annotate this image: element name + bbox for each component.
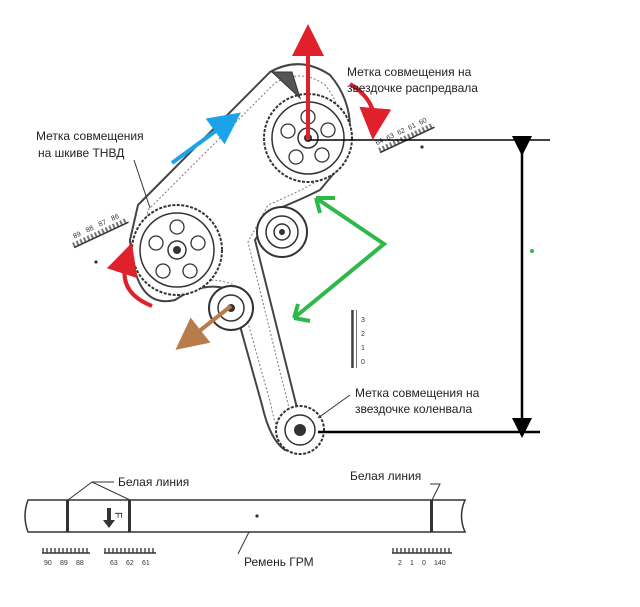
arrow-brown — [175, 304, 233, 350]
label-pump-mark-line2: на шкиве ТНВД — [38, 146, 124, 160]
alignment-guides — [308, 136, 550, 438]
white-line-mark-mid — [128, 500, 131, 532]
scale-belt-right-3: 140 — [434, 560, 446, 567]
scale-belt-right-1: 1 — [410, 560, 414, 567]
scale-pump-1: 88 — [85, 225, 95, 235]
belt-direction-label: F — [112, 512, 123, 518]
scale-belt-left: 90 89 88 — [42, 548, 90, 567]
scale-camshaft-2: 62 — [396, 127, 406, 137]
scale-pump-3: 86 — [110, 213, 120, 223]
camshaft-mark-wedge — [270, 71, 302, 100]
leader-white-line-right — [430, 483, 441, 501]
annotation-arrows — [106, 24, 392, 350]
scale-belt-right: 2 1 0 140 — [392, 548, 452, 567]
scale-camshaft-3: 61 — [407, 122, 417, 132]
scale-camshaft-0: 64 — [375, 137, 385, 147]
label-camshaft-mark-line2: звездочке распредвала — [347, 81, 478, 95]
scale-belt-left-2: 88 — [76, 560, 84, 567]
scale-camshaft-4: 60 — [418, 117, 428, 127]
belt-strip: F — [24, 499, 467, 533]
scale-belt-mid: 63 62 61 — [104, 548, 156, 567]
dimension-green-dot — [530, 249, 534, 253]
injection-pump-pulley — [131, 204, 223, 296]
label-pump-mark-line1: Метка совмещения — [36, 129, 144, 143]
scale-pump-2: 87 — [98, 219, 108, 229]
scale-belt-right-0: 2 — [398, 560, 402, 567]
scale-pump: 89 88 87 86 — [72, 213, 129, 249]
arrow-green-v — [292, 196, 388, 320]
arrow-blue-direction — [170, 112, 241, 165]
scale-belt-mid-2: 61 — [142, 560, 150, 567]
arrow-red-pump-curve — [106, 242, 153, 308]
scale-belt-right-2: 0 — [422, 560, 426, 567]
scale-crank-0: 3 — [361, 317, 365, 324]
tensioner-idler — [256, 206, 308, 258]
scale-crank: 3 2 1 0 — [351, 310, 365, 368]
scale-pump-dot — [94, 260, 98, 264]
arrow-green-head-bottom — [292, 303, 311, 323]
belt-strip-dot — [255, 514, 259, 518]
leader-white-line-left — [67, 481, 131, 501]
scale-crank-2: 1 — [361, 345, 365, 352]
scale-belt-mid-1: 62 — [126, 560, 134, 567]
scale-pump-0: 89 — [72, 231, 82, 241]
label-camshaft-mark-line1: Метка совмещения на — [347, 65, 472, 79]
label-white-line-right: Белая линия — [350, 469, 421, 483]
crankshaft-sprocket — [275, 405, 325, 455]
scale-belt-mid-0: 63 — [110, 560, 118, 567]
scale-belt-left-0: 90 — [44, 560, 52, 567]
label-belt: Ремень ГРМ — [244, 555, 314, 569]
scale-crank-1: 2 — [361, 331, 365, 338]
scale-camshaft: 64 63 62 61 60 — [375, 117, 435, 154]
label-white-line-left: Белая линия — [118, 475, 189, 489]
white-line-mark-right — [430, 500, 433, 532]
scale-crank-3: 0 — [361, 359, 365, 366]
label-crank-mark-line1: Метка совмещения на — [355, 386, 480, 400]
white-line-mark-left — [66, 500, 69, 532]
belt-strip-outline — [24, 499, 467, 533]
label-crank-mark-line2: звездочке коленвала — [355, 402, 472, 416]
scale-belt-left-1: 89 — [60, 560, 68, 567]
scale-camshaft-dot — [420, 145, 424, 149]
arrow-green-head-top — [314, 196, 335, 214]
leader-crank-mark — [317, 394, 351, 419]
belt-direction-arrow-icon — [103, 508, 115, 528]
arrow-red-camshaft-curve — [348, 82, 392, 140]
leader-pump-mark — [133, 159, 151, 209]
